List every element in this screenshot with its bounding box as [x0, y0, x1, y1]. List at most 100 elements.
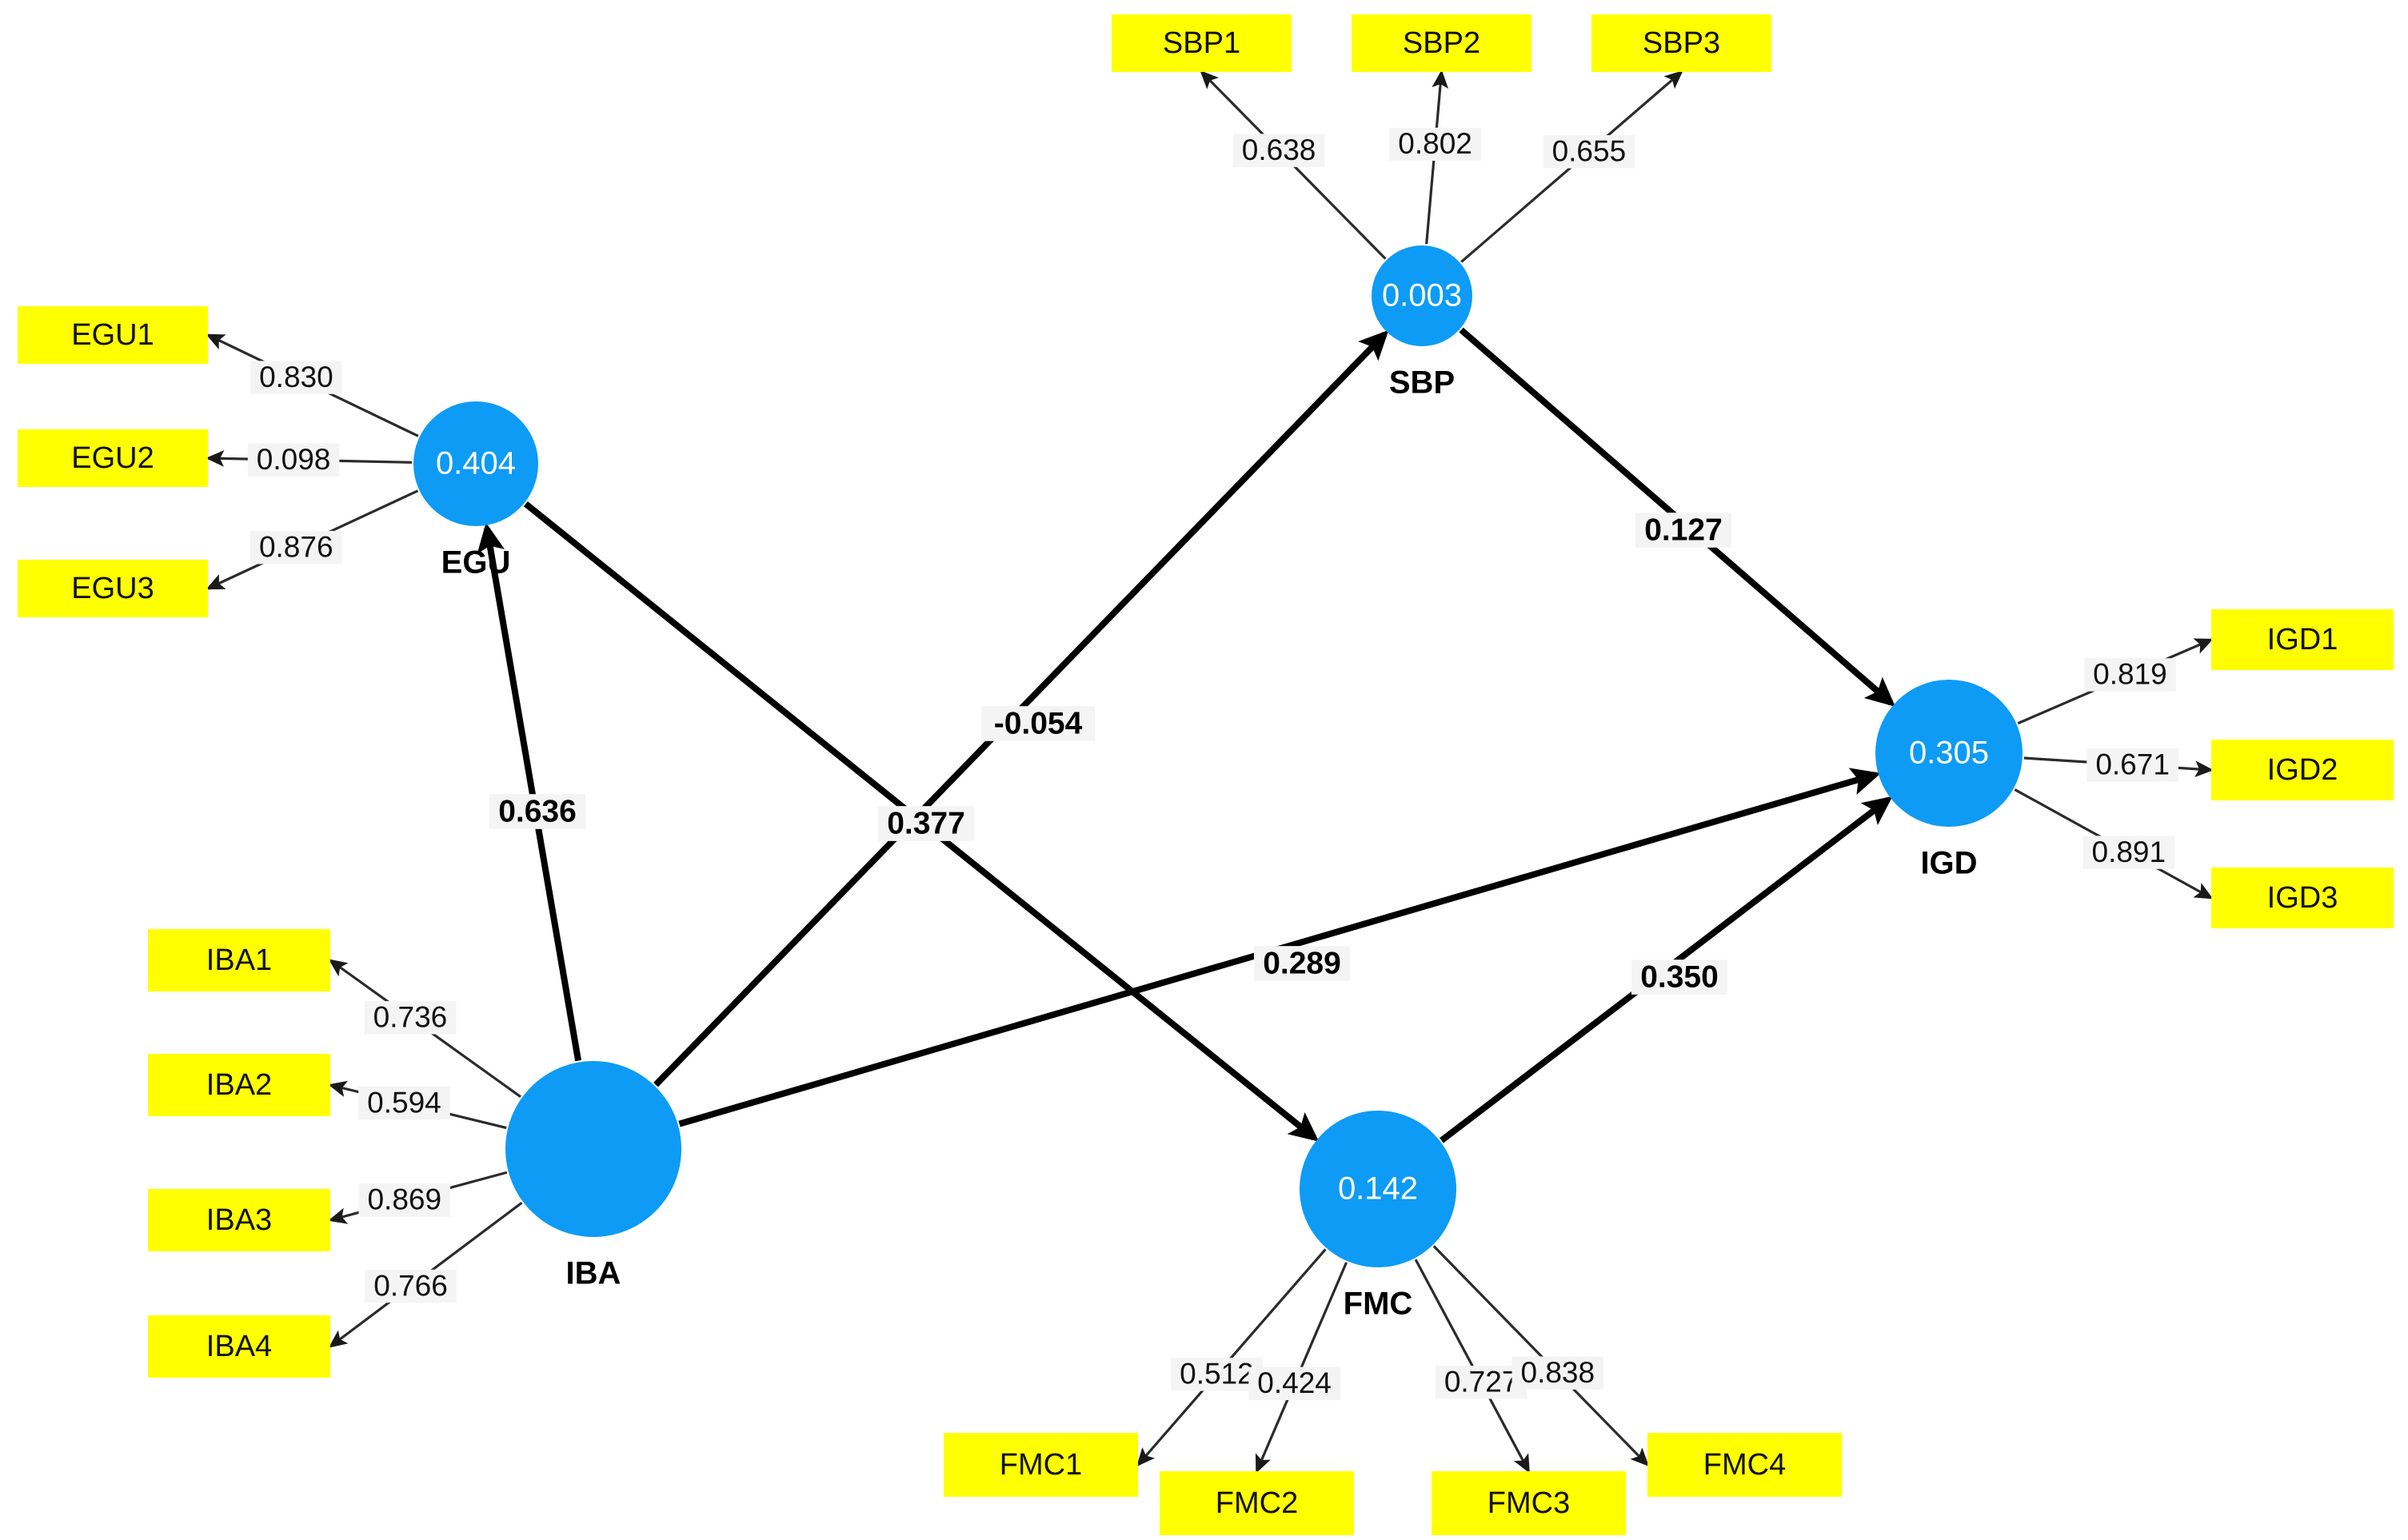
- coefficient-halo: [2087, 748, 2178, 782]
- indicator-box-egu2[interactable]: EGU2: [18, 429, 208, 487]
- construct-circle: [1372, 245, 1472, 346]
- coefficient-value: 0.655: [1552, 135, 1627, 168]
- construct-node-igd[interactable]: 0.305: [1875, 680, 2023, 827]
- construct-name-label: EGU: [441, 545, 511, 580]
- loading-label-egu3: 0.876: [250, 530, 342, 565]
- indicator-box-fmc1[interactable]: FMC1: [944, 1433, 1138, 1497]
- indicator-rect: [148, 1054, 330, 1116]
- indicator-rect: [148, 929, 330, 991]
- indicator-box-sbp3[interactable]: SBP3: [1591, 14, 1771, 72]
- loading-label-fmc2: 0.424: [1248, 1366, 1340, 1401]
- indicator-box-egu1[interactable]: EGU1: [18, 306, 208, 364]
- construct-node-iba[interactable]: [505, 1061, 681, 1237]
- indicator-label: FMC2: [1216, 1486, 1298, 1520]
- indicator-box-iba3[interactable]: IBA3: [148, 1189, 330, 1251]
- indicator-box-iba2[interactable]: IBA2: [148, 1054, 330, 1116]
- construct-circle: [1875, 680, 2023, 827]
- coefficient-value: 0.830: [259, 361, 333, 393]
- coefficient-value: 0.838: [1521, 1356, 1595, 1389]
- indicator-rect: [1591, 14, 1771, 72]
- construct-circle: [1300, 1111, 1456, 1267]
- coefficient-halo: [877, 806, 975, 841]
- path-coefficient-iba-egu: 0.636: [489, 794, 586, 829]
- path-coefficient-iba-igd: 0.289: [1253, 946, 1351, 981]
- coefficient-halo: [364, 1000, 457, 1035]
- loading-label-sbp2: 0.802: [1389, 127, 1481, 162]
- coefficient-halo: [1511, 1356, 1604, 1390]
- indicator-box-iba1[interactable]: IBA1: [148, 929, 330, 991]
- indicator-label: IGD2: [2267, 753, 2338, 787]
- coefficient-value: 0.512: [1180, 1358, 1254, 1390]
- coefficient-halo: [980, 706, 1096, 741]
- indicator-box-igd1[interactable]: IGD1: [2211, 609, 2394, 670]
- indicator-box-egu3[interactable]: EGU3: [18, 560, 208, 617]
- indicator-box-fmc4[interactable]: FMC4: [1647, 1433, 1842, 1497]
- construct-r-squared-value: 0.003: [1382, 278, 1462, 313]
- coefficient-halo: [2084, 658, 2176, 692]
- coefficient-value: 0.636: [498, 794, 577, 828]
- coefficient-halo: [358, 1183, 451, 1217]
- indicator-box-fmc3[interactable]: FMC3: [1432, 1471, 1626, 1535]
- coefficient-halo: [365, 1269, 457, 1303]
- coefficient-halo: [1171, 1358, 1263, 1391]
- indicator-rect: [18, 306, 208, 364]
- construct-node-fmc[interactable]: 0.142: [1300, 1111, 1456, 1267]
- indicator-box-igd3[interactable]: IGD3: [2211, 868, 2394, 928]
- coefficient-halo: [489, 794, 586, 829]
- indicator-label: SBP1: [1163, 26, 1240, 60]
- indicator-box-iba4[interactable]: IBA4: [148, 1315, 330, 1378]
- indicator-box-fmc2[interactable]: FMC2: [1160, 1471, 1354, 1535]
- coefficient-value: 0.638: [1242, 134, 1316, 166]
- coefficient-halo: [247, 443, 340, 477]
- indicator-rect: [944, 1433, 1138, 1497]
- indicator-rect: [1112, 14, 1292, 72]
- coefficient-value: 0.289: [1263, 946, 1341, 980]
- coefficient-value: 0.891: [2092, 836, 2166, 868]
- path-coefficient-fmc-igd: 0.350: [1631, 960, 1728, 995]
- loading-label-fmc1: 0.512: [1171, 1358, 1263, 1391]
- construct-name-label: IBA: [566, 1256, 621, 1291]
- construct-r-squared-value: 0.404: [436, 446, 516, 481]
- indicator-label: EGU2: [71, 441, 154, 475]
- coefficient-value: 0.594: [367, 1086, 441, 1119]
- coefficient-value: -0.054: [994, 706, 1083, 740]
- path-coefficient-sbp-igd: 0.127: [1635, 513, 1732, 548]
- indicator-label: EGU3: [71, 572, 154, 605]
- indicator-label: SBP3: [1643, 26, 1720, 60]
- loading-label-sbp1: 0.638: [1232, 134, 1325, 167]
- loading-label-egu1: 0.830: [250, 361, 342, 394]
- construct-node-sbp[interactable]: 0.003: [1372, 245, 1472, 346]
- indicator-box-igd2[interactable]: IGD2: [2211, 740, 2394, 800]
- coefficient-halo: [1248, 1366, 1340, 1401]
- coefficient-halo: [1435, 1366, 1527, 1399]
- indicator-rect: [2211, 609, 2394, 670]
- coefficient-value: 0.876: [259, 530, 333, 563]
- indicator-label: IGD1: [2267, 623, 2338, 656]
- coefficient-value: 0.819: [2093, 658, 2167, 691]
- coefficient-halo: [2083, 836, 2175, 869]
- coefficient-halo: [1631, 960, 1728, 995]
- loading-label-iba1: 0.736: [364, 1000, 457, 1035]
- indicator-label: FMC1: [1000, 1448, 1082, 1482]
- coefficient-labels-group: 0.830 0.098 0.876 0.638 0.802 0.655 0.736 0.594…: [247, 127, 2178, 1401]
- indicator-label: SBP2: [1403, 26, 1480, 60]
- coefficient-value: 0.377: [887, 806, 965, 840]
- indicator-box-sbp2[interactable]: SBP2: [1352, 14, 1531, 72]
- construct-node-egu[interactable]: 0.404: [413, 401, 538, 526]
- coefficient-value: 0.098: [257, 443, 331, 476]
- indicator-box-sbp1[interactable]: SBP1: [1112, 14, 1292, 72]
- construct-circle: [413, 401, 538, 526]
- indicator-rect: [1352, 14, 1531, 72]
- loading-path-fmc2: [1255, 1262, 1348, 1474]
- construct-circle: [505, 1061, 681, 1237]
- loading-label-egu2: 0.098: [247, 443, 340, 477]
- indicator-label: FMC4: [1703, 1448, 1786, 1482]
- indicator-label: EGU1: [71, 318, 154, 352]
- indicator-label: IBA1: [206, 944, 272, 977]
- indicator-rect: [148, 1315, 330, 1378]
- indicator-label: IGD3: [2267, 881, 2338, 915]
- coefficient-value: 0.802: [1398, 127, 1472, 160]
